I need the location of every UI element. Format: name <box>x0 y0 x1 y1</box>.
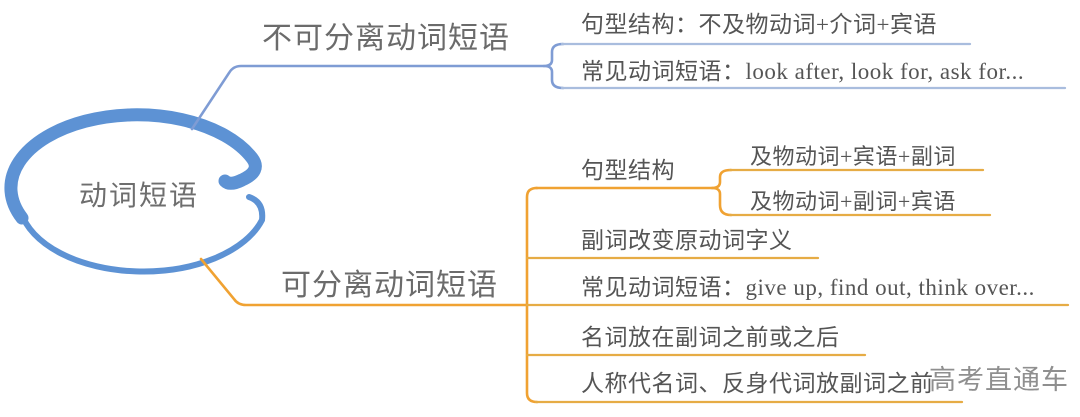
central-ellipse-top-stroke <box>4 108 262 225</box>
branch1-label[interactable]: 不可分离动词短语 <box>262 22 510 55</box>
central-topic[interactable]: 动词短语 <box>79 181 200 212</box>
branch2-trunk <box>525 186 539 404</box>
branch1-brace <box>542 42 565 90</box>
branch1-line <box>190 64 546 131</box>
branch2-child2-topic[interactable]: 副词改变原动词字义 <box>581 228 793 253</box>
branch1-child2-topic[interactable]: 常见动词短语：look after, look for, ask for... <box>581 59 1025 84</box>
branch2-grandchild1-topic[interactable]: 及物动词+宾语+副词 <box>750 144 956 169</box>
branch1-child1-topic[interactable]: 句型结构：不及物动词+介词+宾语 <box>581 12 937 37</box>
branch2-line <box>199 257 529 307</box>
branch2-grandchild2-topic[interactable]: 及物动词+副词+宾语 <box>750 189 956 214</box>
watermark-text: 高考直通车 <box>929 365 1069 395</box>
central-ellipse-bottom-stroke <box>18 194 266 275</box>
branch2-child3-topic[interactable]: 常见动词短语：give up, find out, think over... <box>581 275 1035 300</box>
branch2-label[interactable]: 可分离动词短语 <box>281 269 498 302</box>
branch2-child5-topic[interactable]: 人称代名词、反身代词放副词之前 <box>581 371 934 396</box>
branch2-child4-topic[interactable]: 名词放在副词之前或之后 <box>581 325 840 350</box>
branch2-child1-topic[interactable]: 句型结构 <box>581 158 675 183</box>
branch2-child1-brace <box>710 168 733 217</box>
